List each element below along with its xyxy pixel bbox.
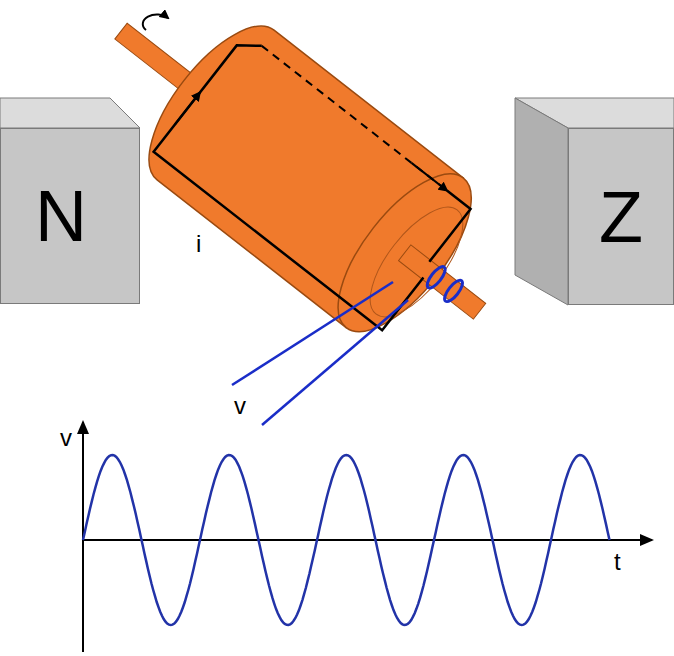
coil-back-side	[262, 46, 447, 191]
current-label: i	[196, 232, 201, 256]
slip-ring	[424, 264, 448, 291]
axis-label: t	[614, 550, 621, 574]
magnet-side-face	[515, 98, 568, 305]
axis-label: v	[60, 426, 72, 450]
rotation-arrow	[143, 15, 168, 30]
current-arrow	[175, 93, 200, 125]
voltage-label: v	[234, 394, 246, 418]
slip-ring	[442, 278, 466, 305]
magnet-pole: N	[0, 128, 140, 304]
rotor-end-face	[315, 153, 495, 352]
magnet-pole: Z	[568, 128, 674, 305]
coil-front-side	[154, 34, 475, 331]
sine-wave	[83, 455, 610, 625]
pole-letter: Z	[599, 181, 643, 253]
coil-end	[406, 191, 471, 262]
magnet-top-face	[0, 98, 140, 128]
shaft	[399, 245, 486, 319]
current-arrow	[411, 163, 446, 191]
x-axis	[83, 539, 652, 541]
pole-letter: N	[35, 180, 87, 252]
output-wire	[262, 300, 408, 425]
